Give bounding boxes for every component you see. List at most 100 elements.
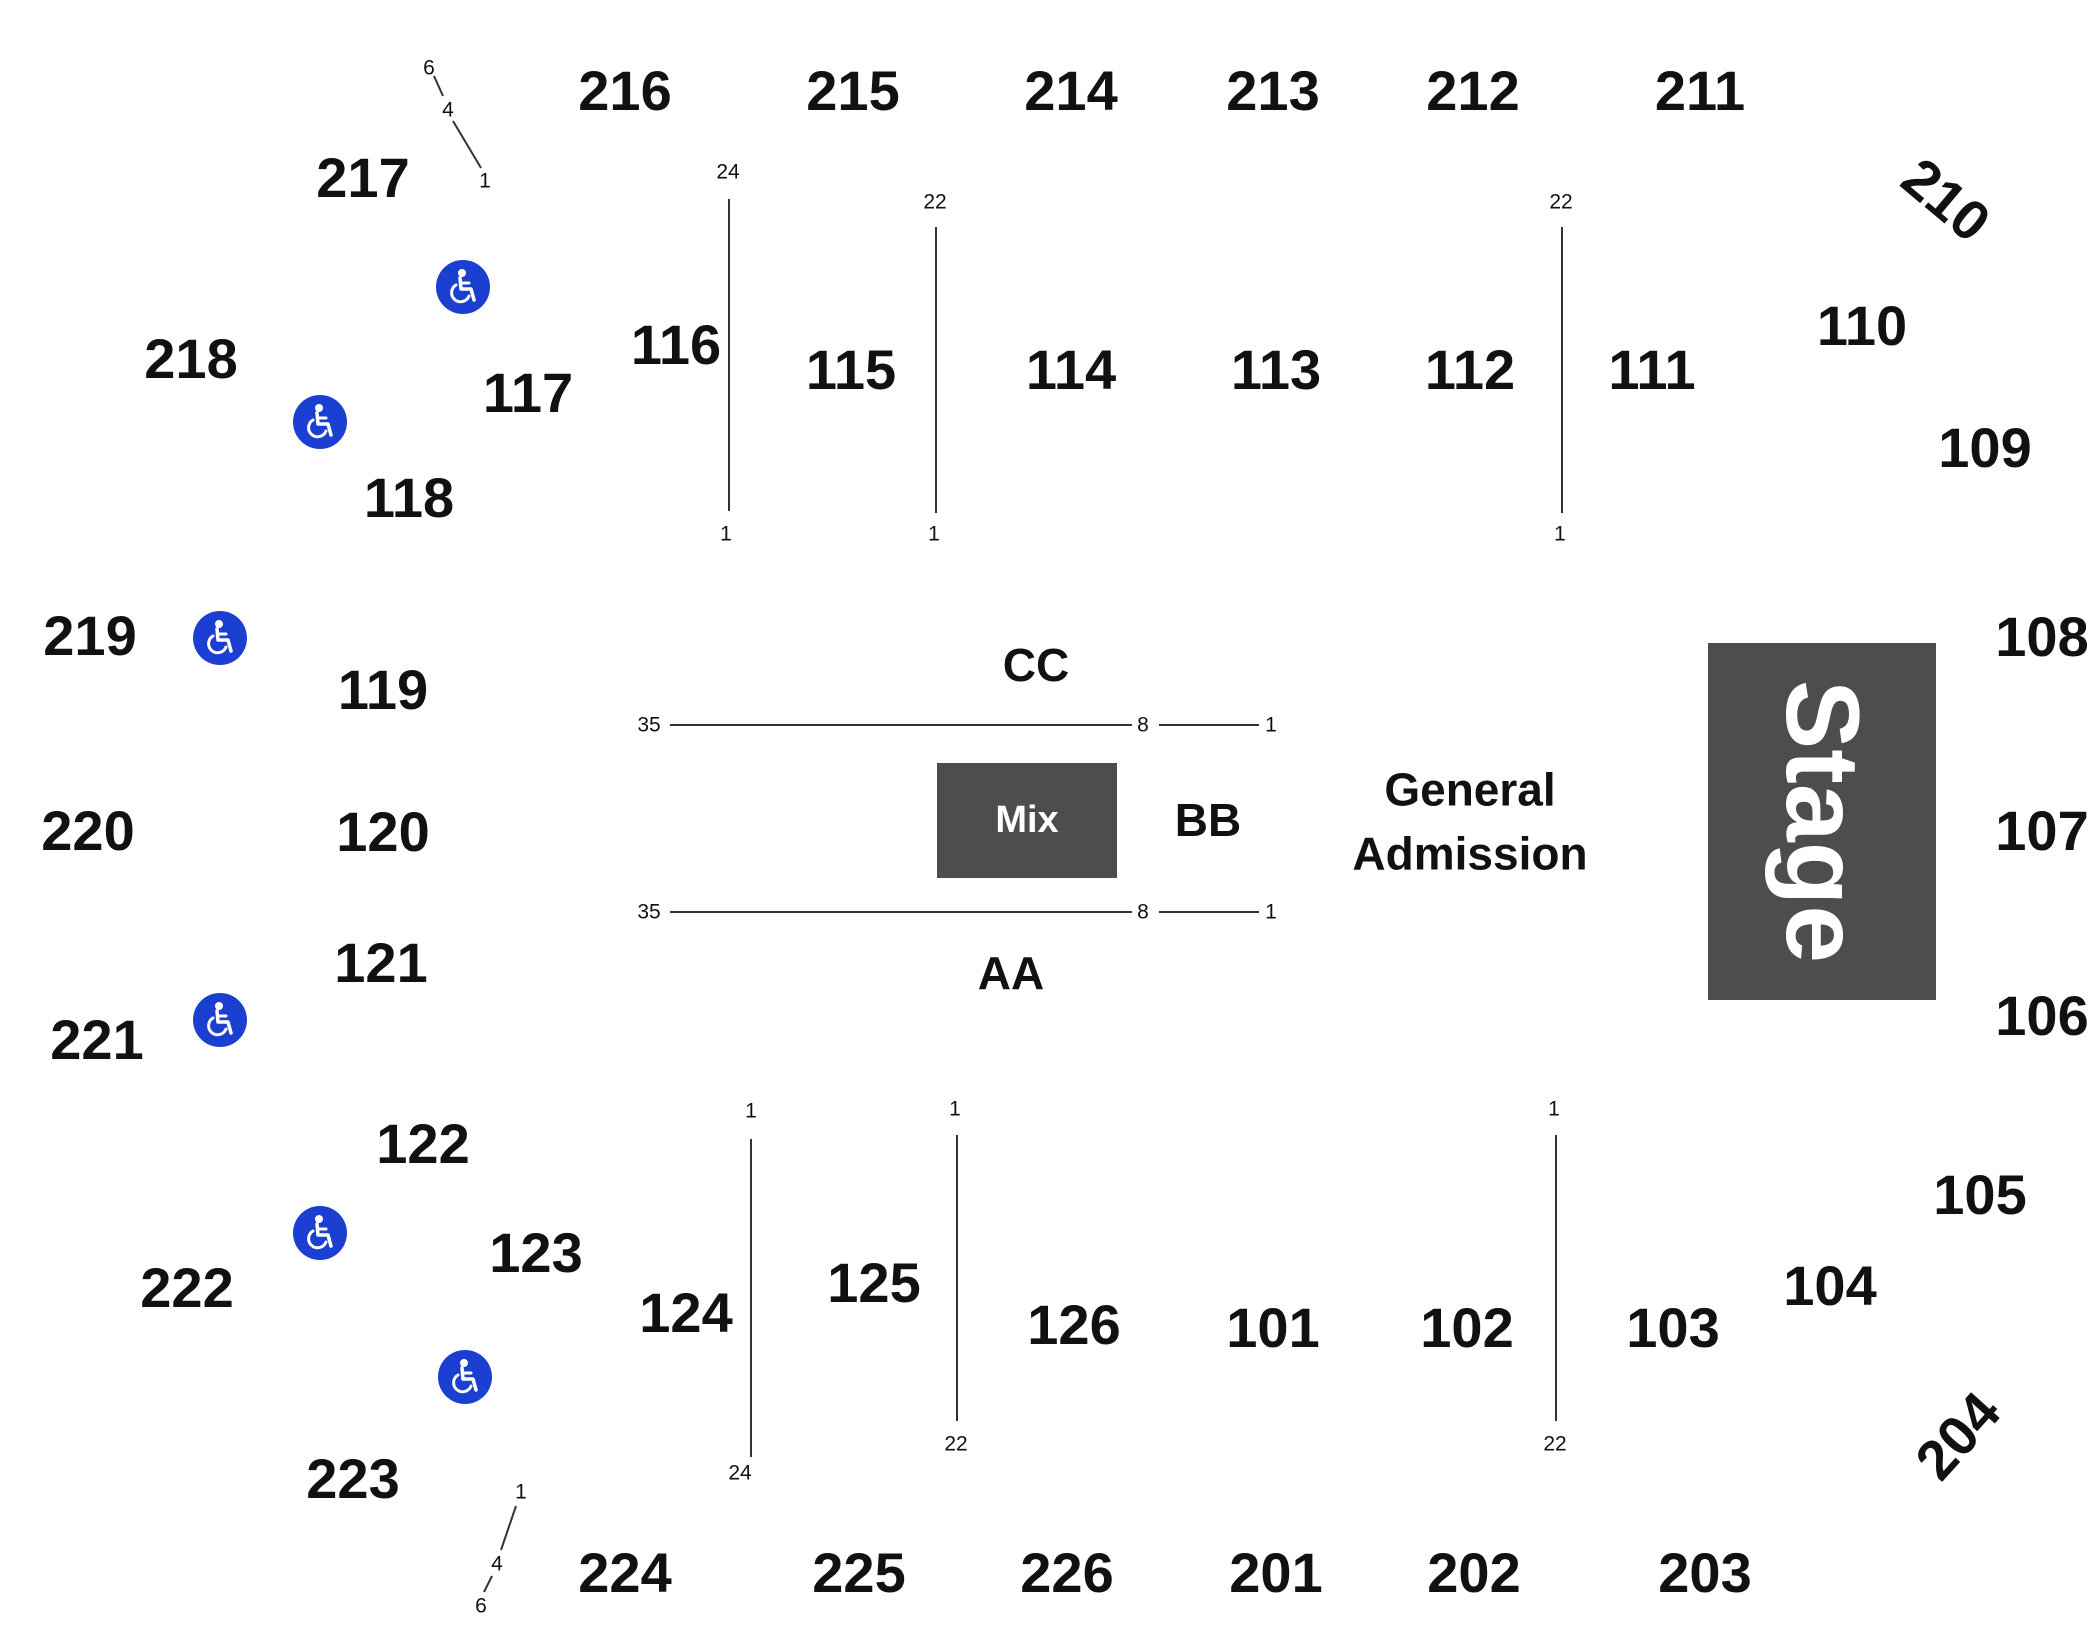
section-224[interactable]: 224 [578, 1541, 672, 1604]
section-aa[interactable]: AA [977, 947, 1045, 999]
row-number: 1 [1265, 713, 1277, 737]
row-line-aa-end [1159, 911, 1259, 913]
row-number: 6 [423, 56, 435, 80]
row-number: 1 [720, 522, 732, 546]
section-210[interactable]: 210 [1890, 145, 2003, 254]
section-217[interactable]: 217 [316, 146, 410, 209]
wheelchair-icon [193, 611, 247, 665]
stage: Stage [1708, 643, 1936, 1000]
mix-position: Mix [937, 763, 1117, 878]
section-104[interactable]: 104 [1783, 1254, 1877, 1317]
wheelchair-icon [438, 1350, 492, 1404]
row-line-217-a [433, 75, 444, 97]
row-line-103 [1555, 1135, 1557, 1421]
wheelchair-icon-bg [193, 993, 247, 1047]
row-number: 1 [928, 522, 940, 546]
row-number: 22 [1549, 190, 1573, 214]
section-122[interactable]: 122 [376, 1112, 470, 1175]
section-216[interactable]: 216 [578, 59, 672, 122]
section-118[interactable]: 118 [363, 466, 455, 529]
wheelchair-icon-bg [293, 1206, 347, 1260]
section-211[interactable]: 211 [1654, 59, 1746, 122]
section-225[interactable]: 225 [812, 1541, 906, 1604]
row-number: 22 [1543, 1432, 1567, 1456]
row-number: 8 [1137, 900, 1149, 924]
wheelchair-icon-bg [193, 611, 247, 665]
section-105[interactable]: 105 [1933, 1163, 2027, 1226]
section-cc[interactable]: CC [1002, 639, 1070, 691]
section-116[interactable]: 116 [630, 313, 722, 376]
section-101[interactable]: 101 [1226, 1296, 1320, 1359]
section-114[interactable]: 114 [1025, 338, 1117, 401]
section-bb[interactable]: BB [1174, 794, 1242, 846]
section-219[interactable]: 219 [43, 604, 137, 667]
section-201[interactable]: 201 [1229, 1541, 1323, 1604]
row-number: 24 [728, 1461, 752, 1485]
row-line-115 [935, 227, 937, 513]
row-number: 1 [745, 1099, 757, 1123]
section-125[interactable]: 125 [827, 1251, 921, 1314]
row-number: 35 [637, 713, 661, 737]
section-215[interactable]: 215 [806, 59, 900, 122]
row-number: 8 [1137, 713, 1149, 737]
section-221[interactable]: 221 [50, 1008, 144, 1071]
row-line-124 [750, 1139, 752, 1457]
section-115[interactable]: 115 [805, 338, 897, 401]
row-number: 22 [923, 190, 947, 214]
general-admission-line1: General [1384, 763, 1556, 816]
section-203[interactable]: 203 [1658, 1541, 1752, 1604]
general-admission-label[interactable]: General Admission [1352, 758, 1587, 887]
row-number: 24 [716, 160, 740, 184]
section-106[interactable]: 106 [1995, 984, 2089, 1047]
section-123[interactable]: 123 [489, 1221, 583, 1284]
section-218[interactable]: 218 [144, 327, 238, 390]
stage-label: Stage [1764, 679, 1881, 964]
row-number: 4 [491, 1552, 503, 1576]
section-226[interactable]: 226 [1020, 1541, 1114, 1604]
wheelchair-icon [436, 260, 490, 314]
section-204[interactable]: 204 [1902, 1379, 2013, 1492]
wheelchair-icon [193, 993, 247, 1047]
row-number: 4 [442, 98, 454, 122]
row-line-217-b [452, 120, 482, 169]
section-112[interactable]: 112 [1424, 338, 1516, 401]
wheelchair-icon [293, 1206, 347, 1260]
section-202[interactable]: 202 [1427, 1541, 1521, 1604]
section-110[interactable]: 110 [1816, 294, 1908, 357]
section-121[interactable]: 121 [334, 931, 428, 994]
wheelchair-icon-bg [293, 395, 347, 449]
section-113[interactable]: 113 [1230, 338, 1322, 401]
section-222[interactable]: 222 [140, 1256, 234, 1319]
row-number: 1 [1265, 900, 1277, 924]
section-108[interactable]: 108 [1995, 605, 2089, 668]
section-212[interactable]: 212 [1426, 59, 1520, 122]
section-107[interactable]: 107 [1995, 799, 2089, 862]
section-223[interactable]: 223 [306, 1447, 400, 1510]
section-109[interactable]: 109 [1938, 416, 2032, 479]
row-number: 1 [515, 1480, 527, 1504]
section-103[interactable]: 103 [1626, 1296, 1720, 1359]
section-214[interactable]: 214 [1024, 59, 1118, 122]
row-number: 1 [1554, 522, 1566, 546]
row-number: 1 [479, 169, 491, 193]
section-102[interactable]: 102 [1420, 1296, 1514, 1359]
row-line-223-b [483, 1575, 493, 1593]
wheelchair-icon-bg [436, 260, 490, 314]
row-number: 1 [1548, 1097, 1560, 1121]
general-admission-line2: Admission [1352, 828, 1588, 880]
row-line-116 [728, 199, 730, 511]
section-220[interactable]: 220 [41, 799, 135, 862]
section-117[interactable]: 117 [482, 361, 574, 424]
section-111[interactable]: 111 [1608, 338, 1696, 401]
row-number: 35 [637, 900, 661, 924]
row-line-125 [956, 1135, 958, 1421]
row-number: 1 [949, 1097, 961, 1121]
section-119[interactable]: 119 [337, 658, 429, 721]
row-line-cc-end [1159, 724, 1259, 726]
section-120[interactable]: 120 [336, 800, 430, 863]
section-213[interactable]: 213 [1226, 59, 1320, 122]
section-126[interactable]: 126 [1027, 1293, 1121, 1356]
section-124[interactable]: 124 [639, 1281, 733, 1344]
row-line-223-a [500, 1505, 517, 1551]
